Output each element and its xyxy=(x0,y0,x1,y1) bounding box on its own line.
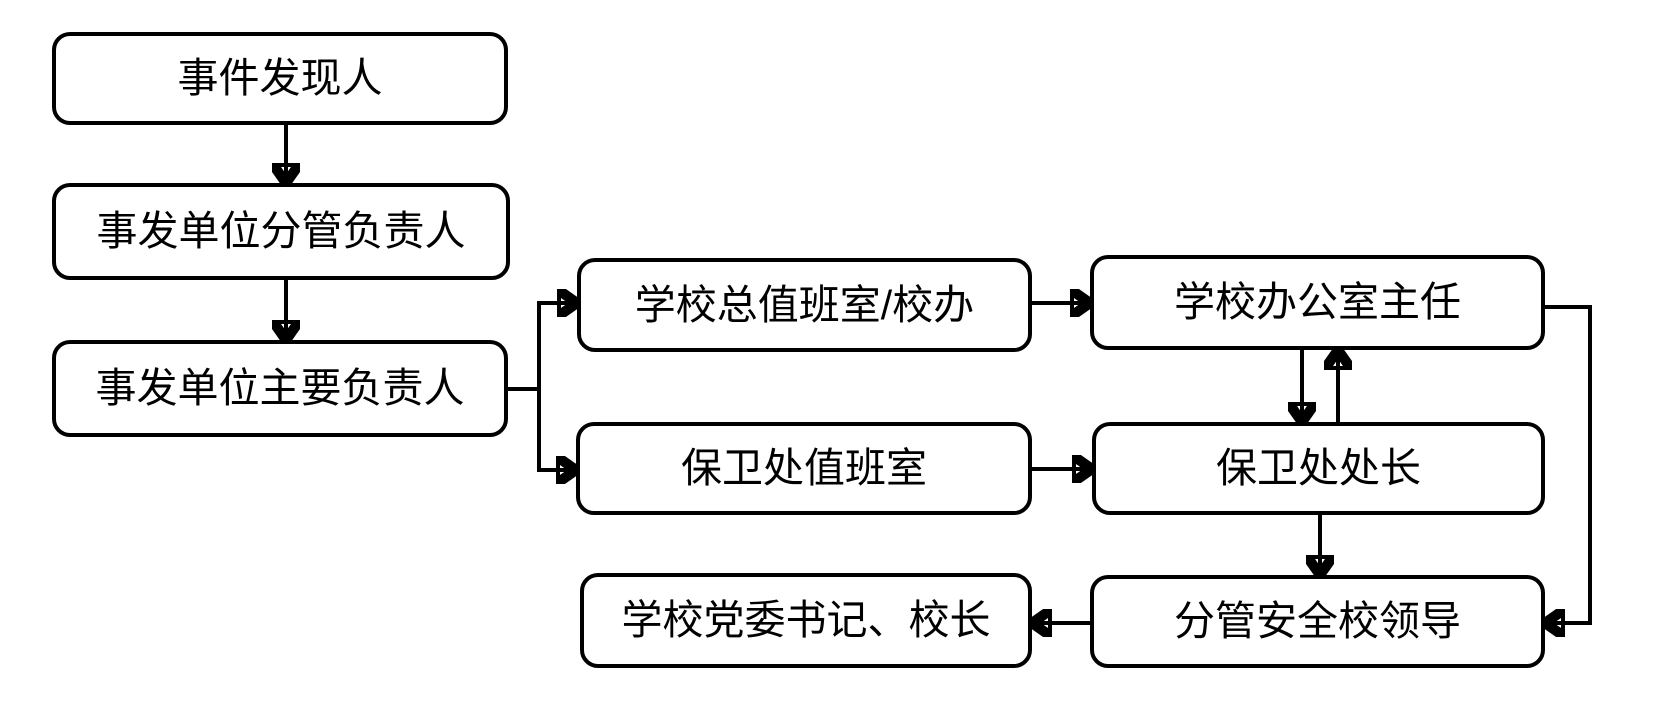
arrow-main-head-to-security-duty-room xyxy=(537,389,576,470)
node-school-duty-office-label: 学校总值班室/校办 xyxy=(634,281,975,328)
arrow-office-director-to-safety-leader xyxy=(1545,305,1592,623)
node-party-secretary-principal: 学校党委书记、校长 xyxy=(580,573,1032,668)
node-safety-school-leader-label: 分管安全校领导 xyxy=(1174,598,1461,644)
node-incident-discoverer-label: 事件发现人 xyxy=(177,55,383,101)
node-unit-main-head-label: 事发单位主要负责人 xyxy=(95,365,465,411)
node-school-duty-office: 学校总值班室/校办 xyxy=(577,258,1032,352)
node-unit-deputy-head-label: 事发单位分管负责人 xyxy=(96,208,466,254)
node-security-duty-room: 保卫处值班室 xyxy=(576,422,1032,515)
node-school-office-director-label: 学校办公室主任 xyxy=(1174,279,1461,325)
node-incident-discoverer: 事件发现人 xyxy=(52,32,508,125)
node-security-dept-head: 保卫处处长 xyxy=(1092,422,1545,515)
node-party-secretary-principal-label: 学校党委书记、校长 xyxy=(621,597,991,643)
node-safety-school-leader: 分管安全校领导 xyxy=(1090,575,1545,668)
node-unit-deputy-head: 事发单位分管负责人 xyxy=(52,183,510,280)
node-unit-main-head: 事发单位主要负责人 xyxy=(52,340,508,437)
node-school-office-director: 学校办公室主任 xyxy=(1090,255,1545,350)
arrow-main-head-to-school-duty-office xyxy=(508,303,577,391)
node-security-dept-head-label: 保卫处处长 xyxy=(1216,445,1421,491)
node-security-duty-room-label: 保卫处值班室 xyxy=(681,445,927,491)
